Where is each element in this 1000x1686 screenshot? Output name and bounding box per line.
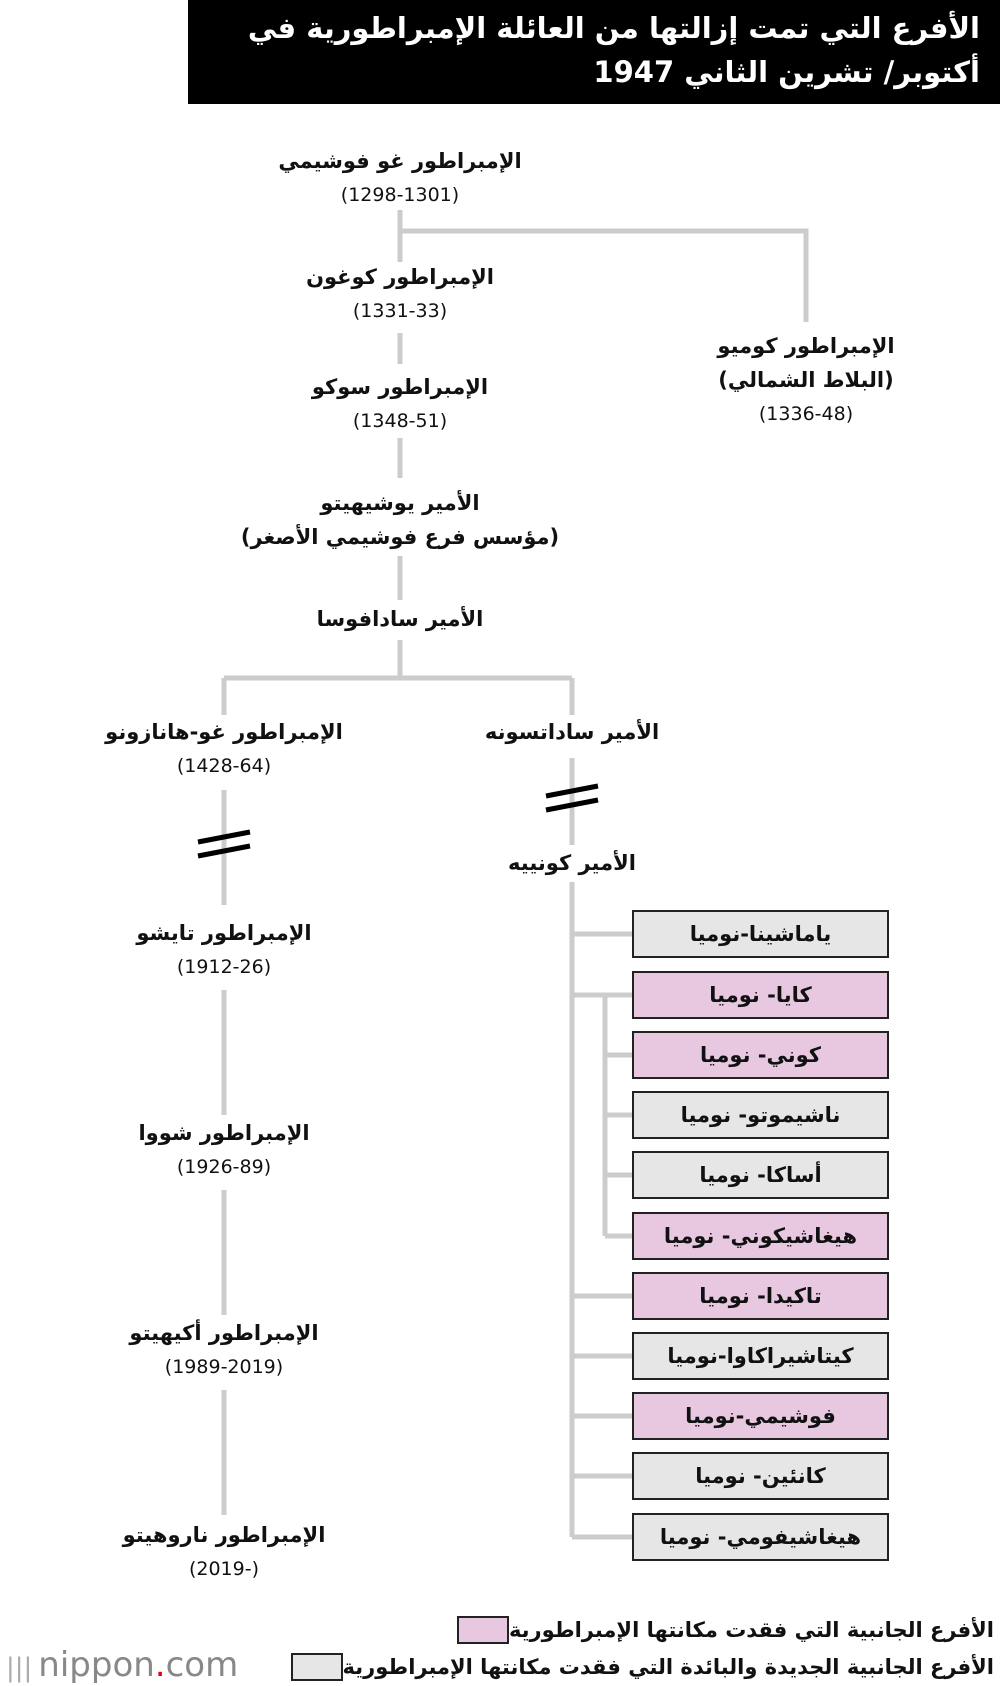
title-bar: الأفرع التي تمت إزالتها من العائلة الإمب…: [188, 0, 1000, 104]
branch-label: كايا- نوميا: [709, 983, 812, 1007]
legend-item-new-extinct: الأفرع الجانبية الجديدة والبائدة التي فق…: [279, 1653, 994, 1681]
node-date: (1926-89): [176, 1156, 272, 1178]
branch-box: ياماشينا-نوميا: [632, 910, 889, 958]
node-date: (2019-): [188, 1558, 260, 1580]
branch-box: تاكيدا- نوميا: [632, 1272, 889, 1320]
legend-swatch: [290, 1653, 343, 1681]
branch-label: كانئين- نوميا: [695, 1464, 826, 1488]
node-date: (1989-2019): [164, 1356, 284, 1378]
node-subtitle: (البلاط الشمالي): [718, 368, 894, 392]
legend-label: الأفرع الجانبية التي فقدت مكانتها الإمبر…: [508, 1618, 994, 1642]
logo-name: nippon: [38, 1645, 155, 1685]
node-name: الأمير كونيیه: [508, 851, 636, 875]
node-date: (1336-48): [758, 403, 854, 425]
logo-dot: .: [154, 1645, 166, 1685]
node-date: (1331-33): [352, 300, 448, 322]
branch-box: هيغاشيفومي- نوميا: [632, 1513, 889, 1561]
legend-label: الأفرع الجانبية الجديدة والبائدة التي فق…: [342, 1655, 994, 1679]
node-name: الإمبراطور كوغون: [306, 265, 494, 289]
branch-label: هيغاشيكوني- نوميا: [663, 1224, 858, 1248]
node-date: (1428-64): [176, 755, 272, 777]
node-akihito: الإمبراطور أكيهيتو (1989-2019): [14, 1316, 434, 1384]
node-date: (1298-1301): [340, 184, 460, 206]
node-kuniie: الأمير كونيیه: [362, 846, 782, 880]
line-branch-ties: [572, 931, 632, 1540]
branch-box: كانئين- نوميا: [632, 1452, 889, 1500]
branch-label: ياماشينا-نوميا: [689, 922, 832, 946]
node-date: (1348-51): [352, 410, 448, 432]
node-naruhito: الإمبراطور ناروهيتو (2019-): [14, 1518, 434, 1586]
node-name: الأمير ساداتسونه: [484, 720, 660, 744]
nippon-logo: |||nippon.com: [6, 1645, 238, 1685]
node-go-fushimi: الإمبراطور غو فوشيمي (1298-1301): [190, 144, 610, 212]
node-name: الأمير يوشيهيتو: [320, 491, 480, 515]
break-mark-icon: [545, 783, 599, 813]
node-sadafusa: الأمير سادافوسا: [190, 602, 610, 636]
branch-box: فوشيمي-نوميا: [632, 1392, 889, 1440]
legend-item-lost-status: الأفرع الجانبية التي فقدت مكانتها الإمبر…: [445, 1616, 994, 1644]
node-yoshihito: الأمير يوشيهيتو (مؤسس فرع فوشيمي الأصغر): [190, 486, 610, 554]
node-date: (1912-26): [176, 956, 272, 978]
node-sadatsune: الأمير ساداتسونه: [362, 715, 782, 749]
node-name: الإمبراطور غو-هانازونو: [105, 720, 343, 744]
branch-box: هيغاشيكوني- نوميا: [632, 1212, 889, 1260]
node-name: الإمبراطور تايشو: [136, 921, 312, 945]
branch-box: كايا- نوميا: [632, 971, 889, 1019]
diagram-title: الأفرع التي تمت إزالتها من العائلة الإمب…: [247, 11, 980, 89]
node-showa: الإمبراطور شووا (1926-89): [14, 1116, 434, 1184]
branch-label: تاكيدا- نوميا: [699, 1284, 822, 1308]
legend-swatch: [456, 1616, 509, 1644]
node-name: الإمبراطور كوميو: [717, 334, 895, 358]
branch-label: هيغاشيفومي- نوميا: [659, 1525, 862, 1549]
line-sub-branches: [602, 995, 632, 1239]
node-name: الأمير سادافوسا: [316, 607, 484, 631]
branch-label: كيتاشيراكاوا-نوميا: [667, 1344, 854, 1368]
branch-label: كوني- نوميا: [699, 1043, 822, 1067]
branch-label: أساكا- نوميا: [699, 1163, 822, 1187]
branch-box: كيتاشيراكاوا-نوميا: [632, 1332, 889, 1380]
logo-bars-icon: |||: [6, 1653, 33, 1683]
line-sadafusa-split: [221, 640, 575, 715]
node-name: الإمبراطور شووا: [138, 1121, 310, 1145]
node-name: الإمبراطور غو فوشيمي: [278, 149, 522, 173]
node-name: الإمبراطور ناروهيتو: [122, 1523, 326, 1547]
break-mark-icon: [197, 829, 251, 859]
node-subtitle: (مؤسس فرع فوشيمي الأصغر): [240, 525, 560, 549]
node-suko: الإمبراطور سوكو (1348-51): [190, 370, 610, 438]
branch-label: ناشيموتو- نوميا: [680, 1103, 841, 1127]
node-name: الإمبراطور أكيهيتو: [129, 1321, 319, 1345]
logo-suffix: com: [165, 1645, 239, 1685]
branch-box: أساكا- نوميا: [632, 1151, 889, 1199]
branch-label: فوشيمي-نوميا: [685, 1404, 836, 1428]
branch-box: ناشيموتو- نوميا: [632, 1091, 889, 1139]
node-taisho: الإمبراطور تايشو (1912-26): [14, 916, 434, 984]
line-gofushimi-komyo: [400, 228, 809, 322]
branch-box: كوني- نوميا: [632, 1031, 889, 1079]
node-kogon: الإمبراطور كوغون (1331-33): [190, 260, 610, 328]
node-name: الإمبراطور سوكو: [311, 375, 489, 399]
node-go-hanazono: الإمبراطور غو-هانازونو (1428-64): [14, 715, 434, 783]
node-komyo: الإمبراطور كوميو (البلاط الشمالي) (1336-…: [596, 329, 1000, 431]
